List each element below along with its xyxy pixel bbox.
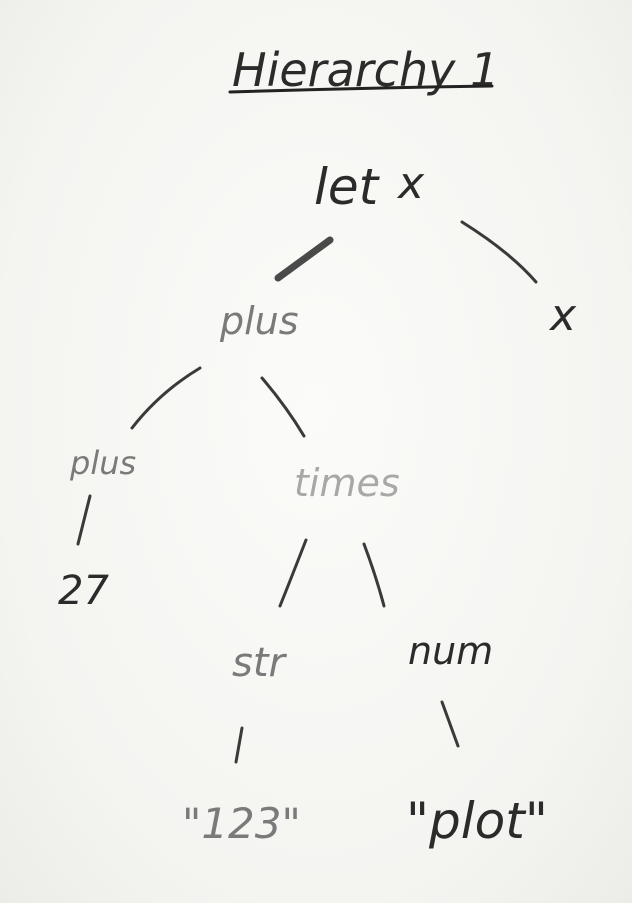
node-let-variable: x [396,158,425,209]
node-str: str [232,640,288,686]
node-x: x [548,290,577,341]
node-num: num [408,629,493,673]
edge-num-value [440,700,460,748]
node-let: let [314,158,381,216]
node-plus: plus [219,299,299,343]
node-27: 27 [58,568,109,614]
node-num-value: "plot" [406,792,548,850]
edge-let-plus [274,236,334,282]
edge-plus-left [130,366,202,430]
title-underline [228,84,494,94]
node-plus-left: plus [69,444,136,482]
edge-times-str [278,538,308,608]
edge-plus-27 [76,494,92,546]
edge-plus-times [260,376,306,438]
node-times: times [294,461,400,505]
node-str-value: "123" [182,799,301,848]
edge-times-num [362,542,386,608]
edge-let-x [460,220,538,284]
edge-str-value [234,726,244,764]
